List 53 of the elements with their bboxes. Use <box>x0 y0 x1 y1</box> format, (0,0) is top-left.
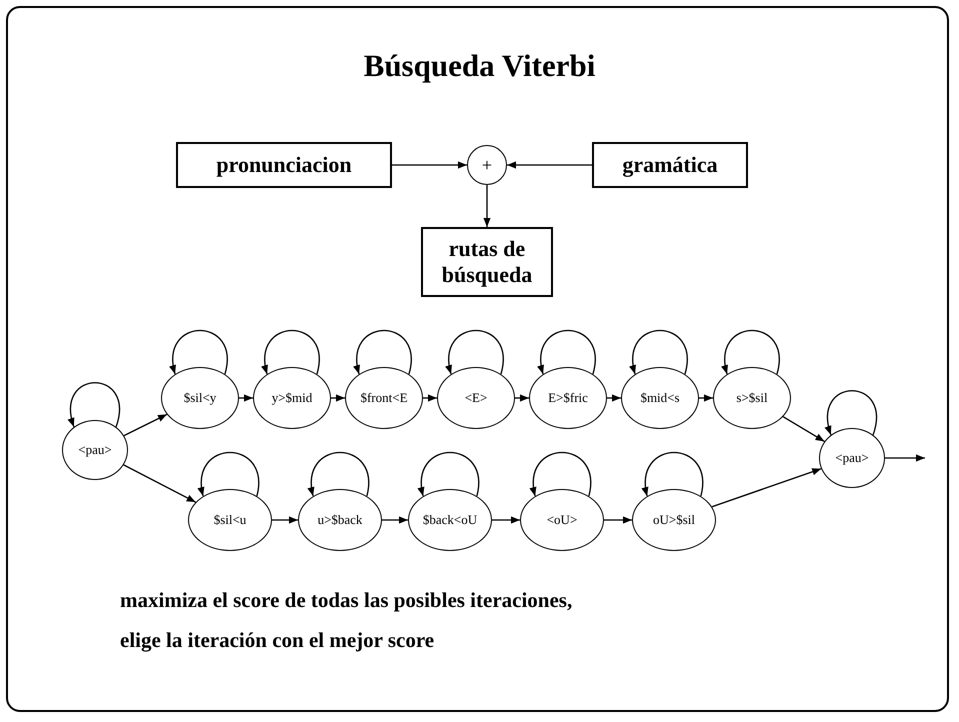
state-circle: y>$mid <box>253 367 331 429</box>
arrow <box>885 454 925 462</box>
diagram-title: Búsqueda Viterbi <box>362 48 596 84</box>
arrow <box>124 414 168 436</box>
state-circle: s>$sil <box>713 367 791 429</box>
self-loop-arrow <box>262 330 320 374</box>
state-circle: <oU> <box>520 489 604 551</box>
self-loop-arrow <box>170 330 228 374</box>
process-box: gramática <box>592 142 748 188</box>
arrow <box>492 516 520 524</box>
self-loop-arrow <box>630 330 688 374</box>
arrow <box>331 394 345 402</box>
arrow <box>382 516 408 524</box>
self-loop-arrow <box>530 452 592 496</box>
state-circle: $back<oU <box>408 489 492 551</box>
state-circle: <pau> <box>62 420 128 480</box>
state-circle: E>$fric <box>529 367 607 429</box>
state-circle: $sil<y <box>161 367 239 429</box>
self-loop-arrow <box>308 452 370 496</box>
process-box: rutas de búsqueda <box>421 227 553 297</box>
arrow <box>712 468 822 508</box>
state-circle: $mid<s <box>621 367 699 429</box>
arrow <box>515 394 529 402</box>
self-loop-arrow <box>642 452 704 496</box>
self-loop-arrow <box>354 330 412 374</box>
state-circle: $sil<u <box>188 489 272 551</box>
self-loop-arrow <box>418 452 480 496</box>
self-loop-arrow <box>538 330 596 374</box>
self-loop-arrow <box>198 452 260 496</box>
state-circle: u>$back <box>298 489 382 551</box>
state-circle: oU>$sil <box>632 489 716 551</box>
self-loop-arrow <box>68 382 120 428</box>
arrow <box>607 394 621 402</box>
note-text: elige la iteración con el mejor score <box>120 628 434 653</box>
note-text: maximiza el score de todas las posibles iteraciones, <box>120 588 572 613</box>
arrow <box>782 416 825 442</box>
arrow <box>483 185 491 227</box>
self-loop-arrow <box>446 330 504 374</box>
state-circle: $front<E <box>345 367 423 429</box>
arrow <box>239 394 253 402</box>
arrow <box>507 161 592 169</box>
arrow <box>392 161 467 169</box>
arrow <box>272 516 298 524</box>
sum-circle: + <box>467 145 507 185</box>
state-circle: <pau> <box>819 428 885 488</box>
arrow <box>699 394 713 402</box>
arrow <box>123 464 196 503</box>
self-loop-arrow <box>825 390 877 436</box>
arrow <box>423 394 437 402</box>
arrow <box>604 516 632 524</box>
state-circle: <E> <box>437 367 515 429</box>
process-box: pronunciacion <box>176 142 392 188</box>
self-loop-arrow <box>722 330 780 374</box>
